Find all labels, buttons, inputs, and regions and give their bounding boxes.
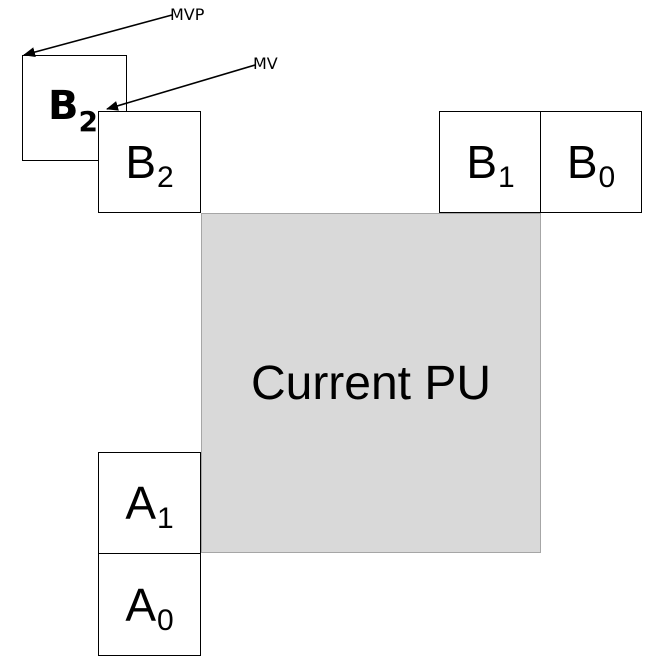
current-pu-label: Current PU (250, 356, 492, 410)
mvp-arrow-label: MVP (170, 5, 205, 24)
reference-block-label: B2 (48, 83, 98, 136)
neighbor-b2-overlay-subscript: 2 (157, 161, 174, 194)
neighbor-a1-subscript: 1 (157, 502, 174, 535)
mv-arrow-label: MV (253, 54, 278, 73)
neighbor-a1-letter: A (125, 477, 156, 529)
neighbor-b0-letter: B (566, 136, 598, 188)
neighbor-a0-subscript: 0 (157, 603, 174, 637)
reference-block-subscript: 2 (78, 105, 98, 138)
neighbor-a0-letter: A (125, 578, 156, 631)
neighbor-b1-subscript: 1 (498, 161, 515, 194)
neighbor-b2-overlay-letter: B (125, 136, 156, 188)
mv-arrow (106, 64, 256, 111)
neighbor-b1-letter: B (466, 136, 497, 188)
current-pu-block: Current PU (201, 213, 541, 553)
reference-block-letter: B (48, 83, 79, 129)
neighbor-b0-subscript: 0 (598, 161, 616, 194)
mvp-arrow (23, 14, 173, 57)
